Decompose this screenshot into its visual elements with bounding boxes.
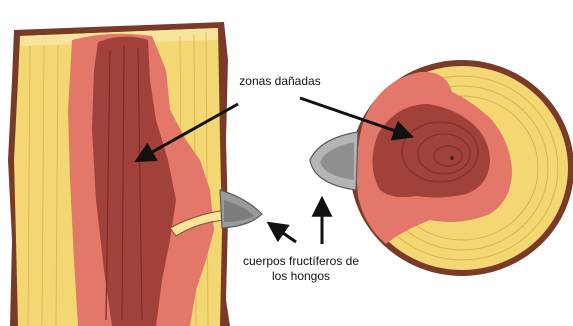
trunk-longitudinal-section (8, 22, 230, 326)
label-fruiting-bodies: cuerpos fructíferos de los hongos (226, 254, 376, 284)
cross-section-pith (450, 156, 454, 160)
arrow-fruiting-left (270, 224, 296, 242)
label-fruiting-bodies-line1: cuerpos fructíferos de (226, 254, 376, 269)
label-damaged-zones: zonas dañadas (230, 74, 330, 89)
label-fruiting-bodies-line2: los hongos (226, 269, 376, 284)
trunk-cross-section (350, 60, 573, 276)
